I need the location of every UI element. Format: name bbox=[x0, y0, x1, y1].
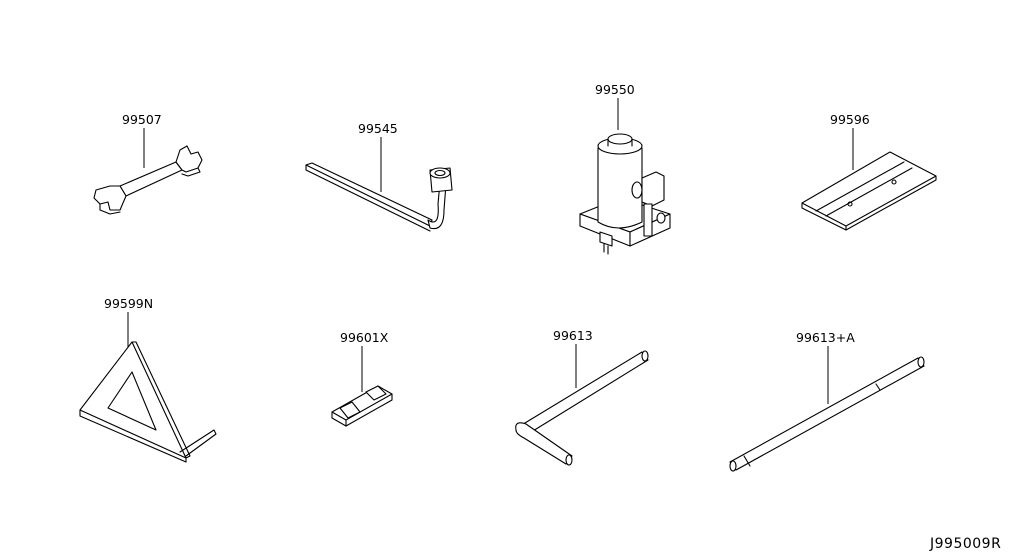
part-99550[interactable]: 99550 bbox=[579, 82, 671, 255]
warning-triangle-icon bbox=[79, 341, 217, 463]
bottle-jack-icon bbox=[579, 133, 671, 255]
clip-icon bbox=[331, 385, 393, 427]
tool-bag-icon bbox=[801, 151, 937, 231]
part-99507[interactable]: 99507 bbox=[93, 112, 203, 215]
reference-code: J995009R bbox=[929, 536, 1001, 552]
part-label-99550: 99550 bbox=[595, 82, 635, 97]
part-label-99596: 99596 bbox=[830, 112, 870, 127]
part-label-99545: 99545 bbox=[358, 121, 398, 136]
part-99596[interactable]: 99596 bbox=[801, 112, 937, 231]
part-99613A[interactable]: 99613+A bbox=[729, 330, 925, 472]
jack-handle-bar-icon bbox=[515, 350, 649, 466]
part-label-99599N: 99599N bbox=[104, 296, 153, 311]
part-label-99613: 99613 bbox=[553, 328, 593, 343]
open-end-wrench-icon bbox=[93, 145, 203, 215]
part-label-99613A: 99613+A bbox=[796, 330, 855, 345]
jack-handle-extension-rod-icon bbox=[729, 356, 925, 472]
wheel-nut-wrench-icon bbox=[305, 162, 453, 232]
part-99545[interactable]: 99545 bbox=[305, 121, 453, 232]
part-99601X[interactable]: 99601X bbox=[331, 330, 393, 427]
part-99599N[interactable]: 99599N bbox=[79, 296, 217, 463]
part-label-99601X: 99601X bbox=[340, 330, 389, 345]
part-99613[interactable]: 99613 bbox=[515, 328, 649, 466]
part-label-99507: 99507 bbox=[122, 112, 162, 127]
